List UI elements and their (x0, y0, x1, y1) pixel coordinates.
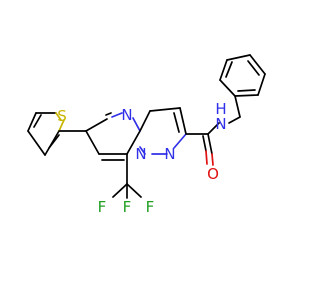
fluorine-atom-label-left: F (98, 198, 107, 216)
carboxamide-group (185, 122, 220, 166)
amide-hydrogen-label: H (215, 100, 226, 118)
oxygen-atom-label: O (207, 165, 219, 183)
pyrimidine-ring (85, 110, 151, 161)
pyrimidine-nitrogen-label: N (121, 106, 132, 124)
amide-nitrogen-label: N (215, 115, 226, 133)
pyrazole-ring (139, 107, 187, 155)
pyrazole-nitrogen-label: N (164, 145, 175, 163)
benzyl-group (219, 54, 266, 124)
fluorine-atom-label-right: F (146, 198, 155, 216)
bridgehead-nitrogen-label: N (135, 145, 146, 163)
sulfur-atom-label: S (57, 107, 67, 125)
fluorine-atom-label-center: F (123, 198, 132, 216)
molecule-structure-diagram: S N N N N H O F F F (27, 54, 266, 216)
thiophene-ring (27, 112, 65, 156)
trifluoromethyl-group (112, 153, 142, 199)
